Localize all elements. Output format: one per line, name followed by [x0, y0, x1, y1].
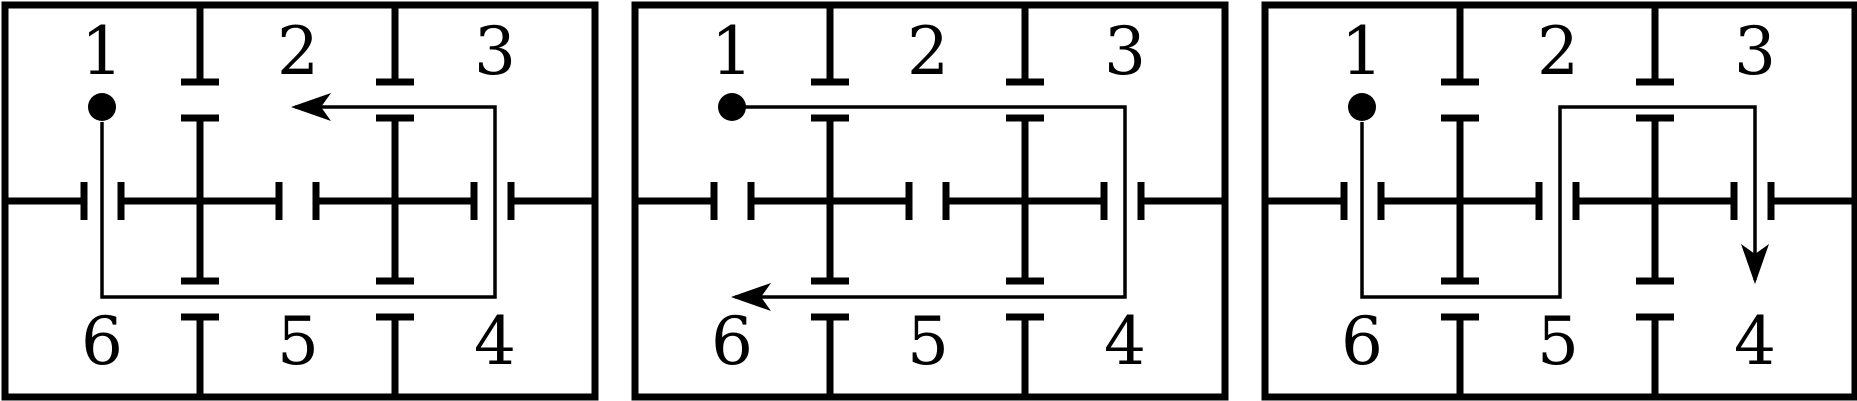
- route-path: [731, 105, 1127, 311]
- room-label-6: 6: [81, 303, 123, 380]
- room-label-3: 3: [474, 13, 516, 90]
- room-label-4: 4: [1734, 303, 1776, 380]
- start-dot: [88, 93, 116, 121]
- start-dot: [718, 93, 746, 121]
- room-label-1: 1: [711, 13, 753, 90]
- route-path: [100, 93, 497, 299]
- walls: [5, 5, 595, 397]
- room-label-5: 5: [277, 303, 319, 380]
- walls: [635, 5, 1225, 397]
- start-dot: [1348, 93, 1376, 121]
- room-label-5: 5: [1537, 303, 1579, 380]
- room-label-3: 3: [1104, 13, 1146, 90]
- room-label-3: 3: [1734, 13, 1776, 90]
- room-label-6: 6: [1341, 303, 1383, 380]
- panel-a: 1 2 3 4 5 6: [1, 1, 599, 401]
- panel-c: 1 2 3 4 5 6: [1261, 1, 1857, 401]
- room-label-5: 5: [907, 303, 949, 380]
- room-label-1: 1: [81, 13, 123, 90]
- panel-b: 1 2 3 4 5 6: [631, 1, 1229, 401]
- room-label-4: 4: [1104, 303, 1146, 380]
- room-label-6: 6: [711, 303, 753, 380]
- walls: [1265, 5, 1855, 397]
- room-label-1: 1: [1341, 13, 1383, 90]
- route-path: [1360, 105, 1769, 299]
- room-label-4: 4: [474, 303, 516, 380]
- room-label-2: 2: [907, 13, 949, 90]
- room-label-2: 2: [1537, 13, 1579, 90]
- room-label-2: 2: [277, 13, 319, 90]
